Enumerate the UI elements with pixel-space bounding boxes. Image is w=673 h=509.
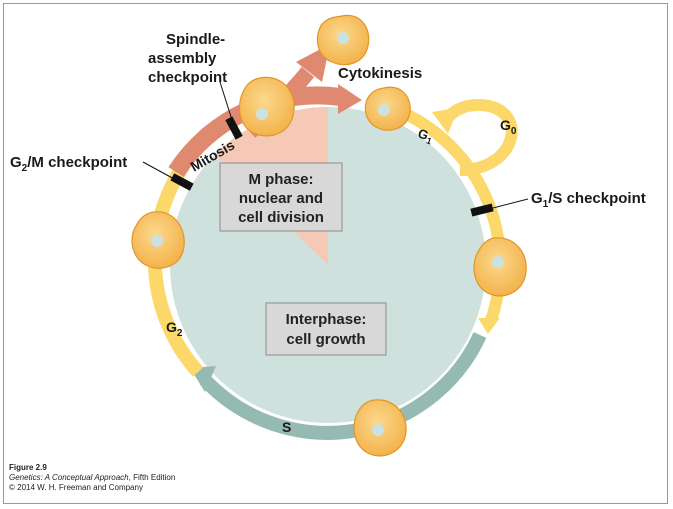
cell-left: [131, 211, 185, 269]
g1s-leader: [492, 198, 529, 209]
cytokinesis-label: Cytokinesis: [338, 65, 422, 82]
spindle-label-line1: Spindle-: [166, 31, 225, 48]
g0-label: G0: [500, 117, 517, 137]
cell-bottom: [353, 399, 407, 457]
g1-label: G1: [415, 126, 435, 147]
m-phase-title: M phase:: [248, 171, 313, 188]
book-credit: Genetics: A Conceptual Approach, Fifth E…: [9, 473, 175, 483]
g2m-checkpoint-label: G2/M checkpoint: [10, 154, 127, 174]
copyright-line: © 2014 W. H. Freeman and Company: [9, 483, 143, 492]
cell-mitosis: [238, 76, 295, 137]
s-phase-label: S: [282, 419, 291, 435]
m-phase-box: [219, 162, 343, 232]
spindle-checkpoint-bar: [225, 116, 243, 140]
g1-arrowhead: [478, 318, 500, 334]
spindle-label-line2: assembly: [148, 50, 217, 67]
g2m-checkpoint-bar: [170, 173, 194, 191]
spindle-leader: [219, 81, 233, 121]
interphase-line2: cell growth: [286, 331, 365, 348]
interphase-title: Interphase:: [286, 311, 367, 328]
cell-g1: [364, 86, 411, 131]
g2-phase-arc: [147, 161, 204, 377]
mitosis-arrowhead: [338, 84, 362, 114]
figure-number: Figure 2.9: [9, 463, 47, 472]
g2-label: G2: [166, 319, 183, 339]
book-edition: , Fifth Edition: [128, 473, 176, 482]
m-phase-line2: nuclear and: [239, 190, 323, 207]
cell-top: [316, 14, 370, 66]
book-title: Genetics: A Conceptual Approach: [9, 473, 129, 482]
figure-caption: Figure 2.9 Genetics: A Conceptual Approa…: [9, 463, 175, 493]
interphase-box: [265, 302, 387, 356]
g1s-checkpoint-label: G1/S checkpoint: [531, 190, 646, 210]
g1s-checkpoint-bar: [470, 203, 494, 217]
m-phase-line3: cell division: [238, 209, 324, 226]
g2m-leader: [142, 161, 177, 181]
spindle-label-line3: checkpoint: [148, 69, 227, 86]
cell-right: [473, 237, 527, 297]
g0-arrowhead: [432, 108, 458, 134]
